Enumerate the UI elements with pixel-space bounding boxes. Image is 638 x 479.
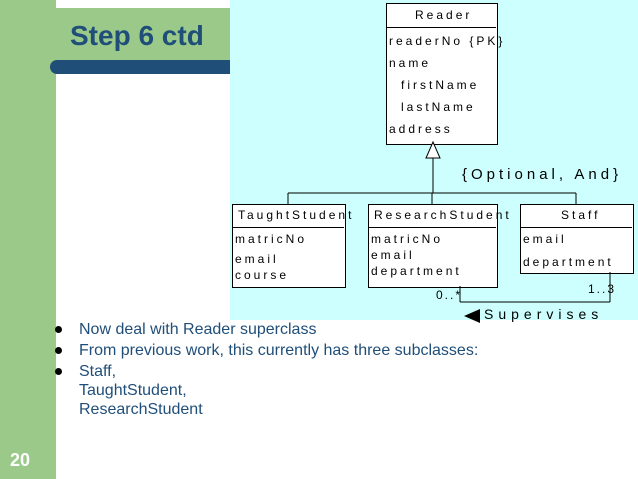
bullet-item: Now deal with Reader superclass xyxy=(55,320,615,339)
page-number: 20 xyxy=(10,450,31,470)
staff-class-name: Staff xyxy=(561,208,601,222)
multiplicity-staff: 1..3 xyxy=(588,282,617,296)
supervises-label: Supervises xyxy=(484,306,604,322)
taughtstudent-divider xyxy=(233,227,344,228)
reader-attr-address: address xyxy=(389,122,453,136)
researchstudent-attr-department: department xyxy=(371,264,462,278)
slide-title: Step 6 ctd xyxy=(70,20,204,51)
reader-class-name: Reader xyxy=(415,8,473,22)
taughtstudent-attr-course: course xyxy=(235,268,290,282)
reader-class-box xyxy=(386,3,498,145)
taughtstudent-class-box xyxy=(232,204,346,288)
taughtstudent-attr-email: email xyxy=(235,252,279,266)
taughtstudent-class-name: TaughtStudent xyxy=(238,208,355,222)
multiplicity-research: 0..* xyxy=(436,288,463,302)
staff-divider xyxy=(521,227,632,228)
researchstudent-attr-matricno: matricNo xyxy=(371,232,444,246)
taughtstudent-attr-matricno: matricNo xyxy=(235,232,308,246)
bullet-line: Staff, xyxy=(79,363,117,380)
supervises-association xyxy=(459,272,611,303)
researchstudent-class-box xyxy=(368,204,498,288)
reader-attr-lastname: lastName xyxy=(401,100,476,114)
bullet-list: Now deal with Reader superclass From pre… xyxy=(55,320,615,421)
generalization-arrowhead-icon xyxy=(425,140,441,159)
staff-class-box xyxy=(520,204,634,274)
bullet-line: ResearchStudent xyxy=(79,401,203,418)
generalization-lines xyxy=(287,140,577,204)
researchstudent-attr-email: email xyxy=(371,248,415,262)
researchstudent-divider xyxy=(369,227,496,228)
title-underline-bar xyxy=(50,60,238,74)
bullet-item: Staff, TaughtStudent, ResearchStudent xyxy=(55,362,615,419)
left-sidebar xyxy=(0,0,56,479)
reader-attr-readerno: readerNo {PK} xyxy=(389,34,506,48)
left-triangle-icon xyxy=(464,309,480,323)
bullet-line: TaughtStudent, xyxy=(79,382,187,399)
staff-attr-email: email xyxy=(523,232,567,246)
reader-divider xyxy=(387,27,496,28)
bullet-item: From previous work, this currently has t… xyxy=(55,341,615,360)
reader-attr-firstname: firstName xyxy=(401,78,480,92)
reader-attr-name: name xyxy=(389,56,432,70)
staff-attr-department: department xyxy=(523,255,614,269)
constraint-label: {Optional, And} xyxy=(462,166,623,183)
researchstudent-class-name: ResearchStudent xyxy=(374,208,512,222)
